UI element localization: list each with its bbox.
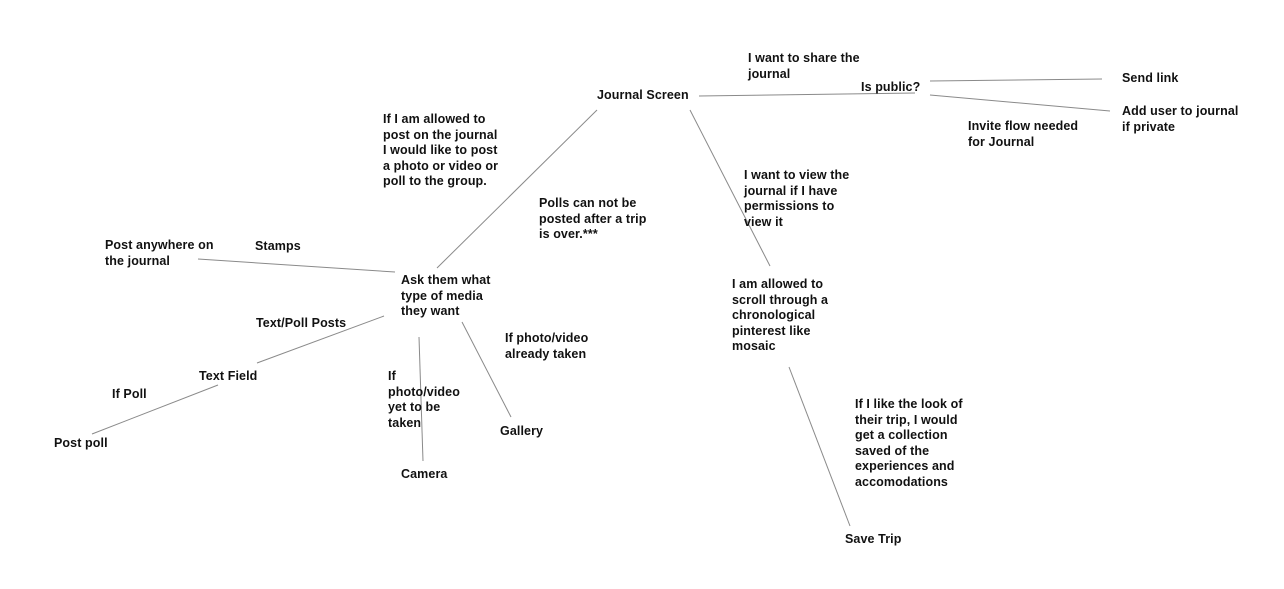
node-post-anywhere: Post anywhere on the journal [105, 238, 214, 268]
node-view-journal: I want to view the journal if I have per… [744, 168, 850, 229]
node-if-already-taken: If photo/video already taken [505, 331, 589, 361]
node-text-poll-posts: Text/Poll Posts [256, 316, 347, 330]
edge-ask-media-to-gallery [461, 321, 512, 418]
edge-is-public-to-add-user [929, 94, 1111, 112]
edge-post-anywhere-to-ask-media [197, 258, 396, 273]
edge-journal-to-ask-media [436, 109, 598, 269]
node-add-user: Add user to journal if private [1122, 104, 1239, 134]
node-stamps: Stamps [255, 239, 301, 253]
node-invite-flow: Invite flow needed for Journal [968, 119, 1079, 149]
node-camera: Camera [401, 467, 448, 481]
node-like-trip: If I like the look of their trip, I woul… [855, 397, 963, 489]
node-share-journal: I want to share the journal [748, 51, 860, 81]
node-journal-screen: Journal Screen [597, 88, 689, 102]
edge-ask-media-to-camera [418, 336, 424, 462]
edge-text-field-to-post-poll [91, 384, 219, 435]
edge-ask-media-to-text-field [256, 315, 385, 364]
edge-scroll-mosaic-to-save-trip [788, 366, 851, 527]
node-if-poll: If Poll [112, 387, 147, 401]
node-save-trip: Save Trip [845, 532, 902, 546]
node-gallery: Gallery [500, 424, 544, 438]
node-ask-media: Ask them what type of media they want [401, 273, 491, 318]
node-is-public: Is public? [861, 80, 921, 94]
node-polls-note: Polls can not be posted after a trip is … [539, 196, 647, 241]
edge-journal-to-is-public [698, 92, 916, 97]
node-allowed-post: If I am allowed to post on the journal I… [383, 112, 499, 188]
edge-journal-to-scroll-mosaic [689, 109, 771, 267]
edge-is-public-to-send-link [929, 78, 1103, 82]
node-post-poll: Post poll [54, 436, 108, 450]
node-scroll-mosaic: I am allowed to scroll through a chronol… [732, 277, 829, 353]
node-if-yet-taken: If photo/video yet to be taken [388, 369, 460, 430]
node-text-field: Text Field [199, 369, 258, 383]
node-send-link: Send link [1122, 71, 1179, 85]
